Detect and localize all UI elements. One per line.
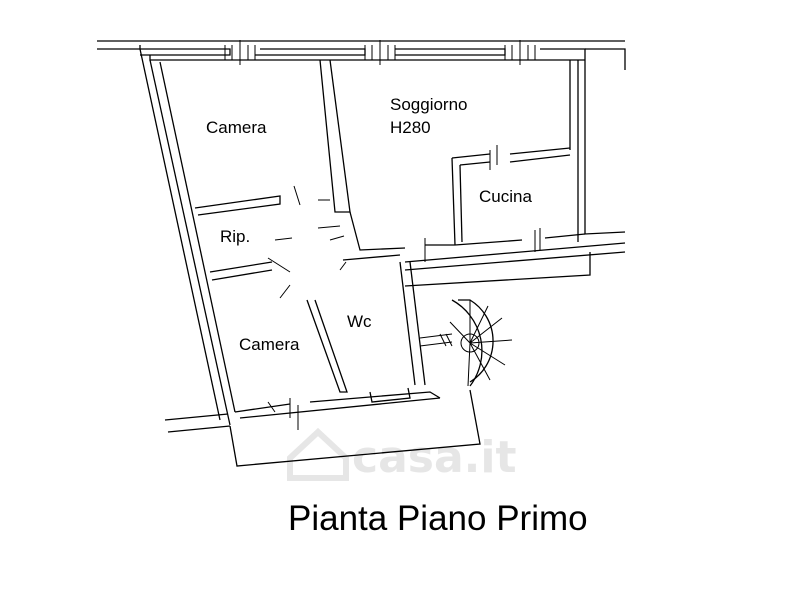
plan-caption: Pianta Piano Primo	[288, 499, 588, 538]
exterior-walls	[97, 40, 626, 467]
room-label-camera-bottom: Camera	[239, 335, 300, 354]
room-label-soggiorno-height: H280	[390, 118, 431, 137]
door-marks	[224, 40, 541, 430]
interior-walls	[194, 59, 586, 413]
room-label-wc: Wc	[347, 312, 372, 331]
spiral-staircase	[419, 299, 513, 387]
room-label-camera-top: Camera	[206, 118, 267, 137]
watermark: casa.it	[287, 427, 516, 483]
room-label-soggiorno: Soggiorno	[390, 95, 468, 114]
room-label-ripostiglio: Rip.	[220, 227, 250, 246]
svg-text:casa.it: casa.it	[352, 432, 516, 483]
room-label-cucina: Cucina	[479, 187, 532, 206]
